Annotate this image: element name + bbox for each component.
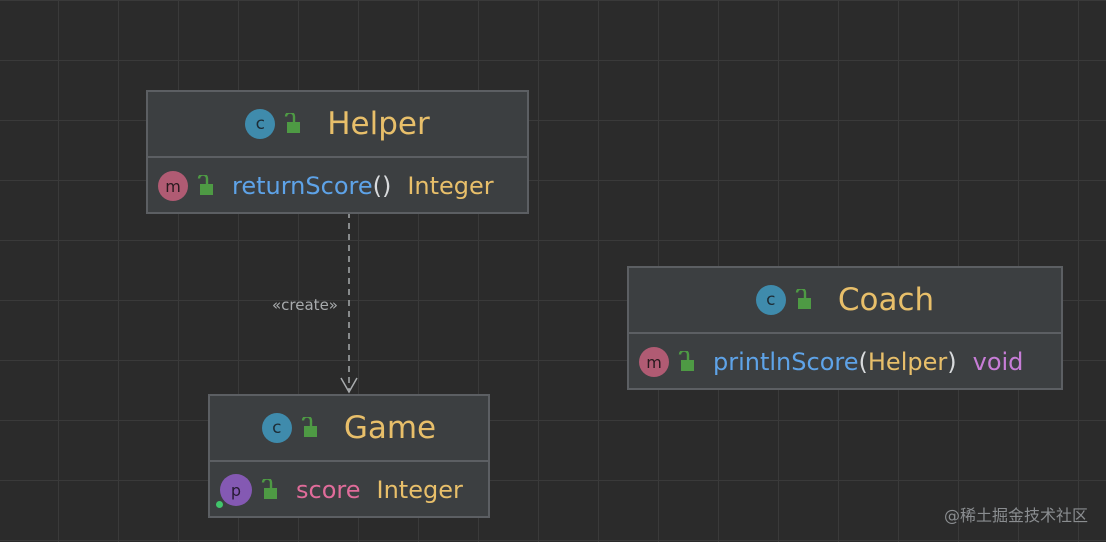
class-node-game[interactable]: c Game p score Integer [208, 394, 490, 518]
class-icon: c [245, 109, 276, 139]
unlock-icon [261, 479, 277, 499]
field-row[interactable]: p score Integer [210, 462, 488, 518]
unlock-icon [285, 113, 301, 133]
class-header: c Helper [148, 92, 527, 158]
return-type: void [972, 348, 1024, 376]
watermark: @稀土掘金技术社区 [943, 506, 1088, 525]
class-node-helper[interactable]: c Helper m returnScore() Integer [146, 90, 529, 214]
unlock-icon [197, 175, 213, 195]
field-name: score [296, 476, 361, 504]
method-icon: m [639, 347, 669, 377]
property-icon: p [216, 474, 252, 508]
property-badge-letter: p [230, 480, 242, 500]
parameter-type: Helper [867, 348, 948, 376]
method-parens: () [372, 172, 392, 200]
method-name: printlnScore [713, 348, 859, 376]
unlock-icon [795, 289, 811, 309]
return-type: Integer [407, 172, 494, 200]
method-row[interactable]: m printlnScore(Helper) void [629, 334, 1061, 390]
create-stereotype-label: «create» [272, 296, 338, 314]
class-header: c Game [210, 396, 488, 462]
class-icon: c [261, 413, 292, 443]
unlock-icon [301, 417, 317, 437]
class-icon: c [755, 285, 786, 315]
class-header: c Coach [629, 268, 1061, 334]
field-type: Integer [376, 476, 463, 504]
class-name: Helper [327, 106, 430, 142]
class-name: Game [343, 410, 437, 446]
unlock-icon [678, 351, 694, 371]
method-name: returnScore [232, 172, 373, 200]
open-paren: ( [858, 348, 868, 376]
close-paren: ) [947, 348, 957, 376]
method-row[interactable]: m returnScore() Integer [148, 158, 527, 214]
class-node-coach[interactable]: c Coach m printlnScore(Helper) void [627, 266, 1063, 390]
static-dot-icon [216, 501, 223, 508]
class-name: Coach [837, 282, 935, 318]
method-icon: m [158, 171, 188, 201]
